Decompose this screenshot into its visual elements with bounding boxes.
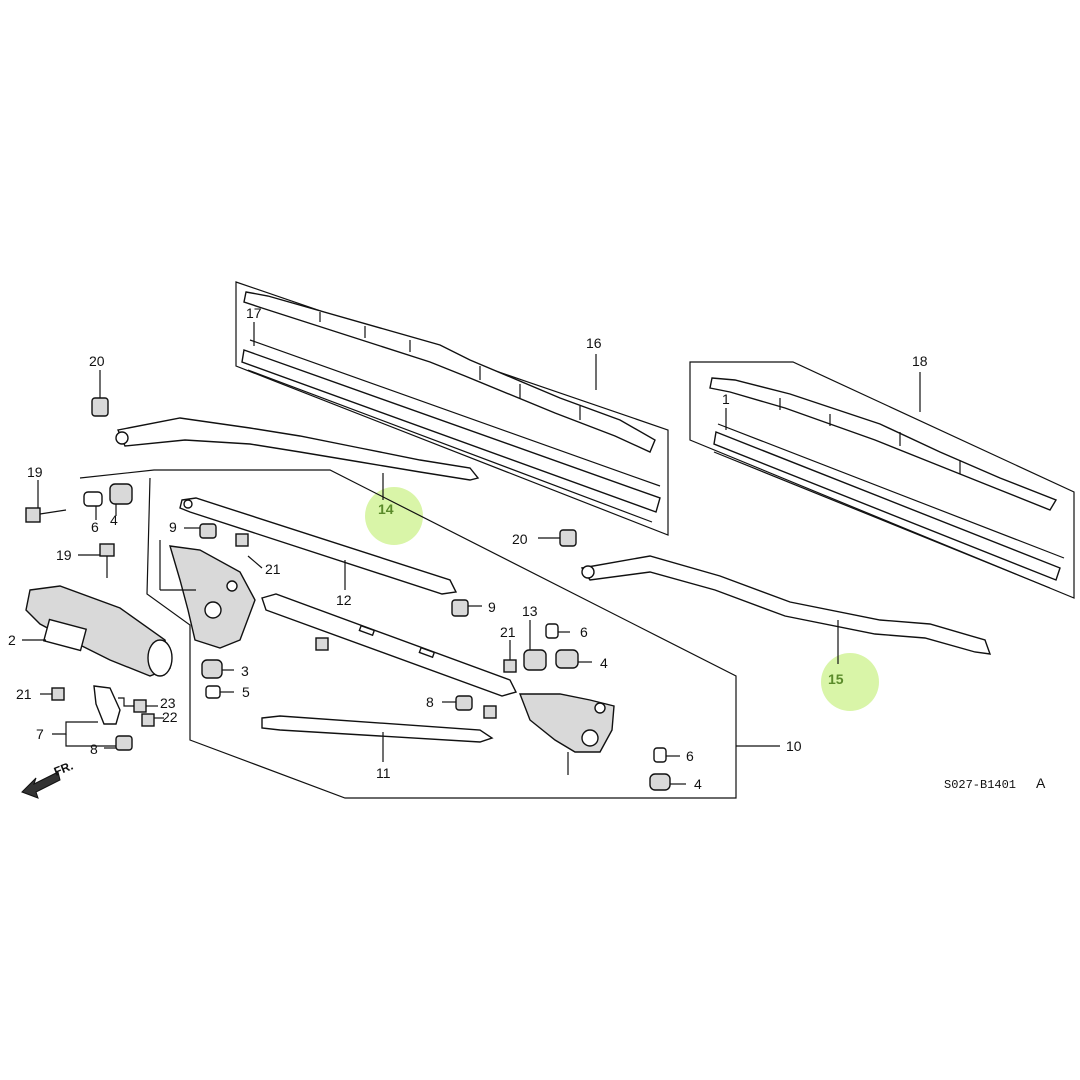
label-20b: 20 <box>512 531 528 547</box>
pivot-bracket-left <box>159 540 256 649</box>
label-6c: 6 <box>686 748 694 764</box>
front-marker: FR. <box>52 759 75 779</box>
motor-bracket-7 <box>52 685 121 747</box>
label-3: 3 <box>241 663 249 679</box>
wiper-arm-14 <box>115 417 480 500</box>
label-1: 1 <box>722 391 730 407</box>
diagram-code: S027-B1401 <box>944 778 1016 792</box>
label-23: 23 <box>160 695 176 711</box>
label-20a: 20 <box>89 353 105 369</box>
label-8a: 8 <box>426 694 434 710</box>
label-9a: 9 <box>169 519 177 535</box>
label-11: 11 <box>376 765 391 781</box>
label-16: 16 <box>586 335 602 351</box>
leader-lines <box>253 322 921 430</box>
blade-box-passenger <box>689 361 1075 599</box>
label-21a: 21 <box>265 561 281 577</box>
label-10: 10 <box>786 738 802 754</box>
label-22: 22 <box>162 709 178 725</box>
blade-rubber-17 <box>241 349 661 513</box>
link-rod-11 <box>261 715 494 762</box>
blade-rubber-1 <box>713 431 1061 581</box>
label-8b: 8 <box>90 741 98 757</box>
label-7: 7 <box>36 726 44 742</box>
wiper-motor-2 <box>22 585 173 677</box>
label-17: 17 <box>246 305 262 321</box>
label-21c: 21 <box>16 686 32 702</box>
linkage-box-10 <box>79 469 780 799</box>
label-6b: 6 <box>580 624 588 640</box>
label-5: 5 <box>242 684 250 700</box>
blade-box-driver <box>235 281 669 536</box>
blade-frame-18 <box>709 377 1058 511</box>
front-direction-arrow: FR. <box>21 759 75 799</box>
callout-labels: 1 2 3 4 4 4 5 6 6 6 7 8 8 9 9 10 11 12 1… <box>8 305 1046 792</box>
pivot-bracket-right <box>518 693 615 775</box>
diagram-revision: A <box>1036 775 1046 791</box>
label-18: 18 <box>912 353 928 369</box>
label-12: 12 <box>336 592 352 608</box>
blade-frame-16 <box>243 291 656 453</box>
link-rod-12 <box>179 497 458 595</box>
label-9b: 9 <box>488 599 496 615</box>
label-4c: 4 <box>694 776 702 792</box>
label-2: 2 <box>8 632 16 648</box>
pivot-bar <box>261 593 518 697</box>
label-21b: 21 <box>500 624 516 640</box>
label-14: 14 <box>378 501 394 517</box>
label-6a: 6 <box>91 519 99 535</box>
highlight-15 <box>821 653 879 711</box>
label-13: 13 <box>522 603 538 619</box>
label-4b: 4 <box>600 655 608 671</box>
label-15: 15 <box>828 671 844 687</box>
wiper-arm-15 <box>580 555 992 664</box>
highlight-14 <box>365 487 423 545</box>
label-4a: 4 <box>110 512 118 528</box>
label-19a: 19 <box>27 464 43 480</box>
hardware <box>25 370 686 791</box>
label-19b: 19 <box>56 547 72 563</box>
